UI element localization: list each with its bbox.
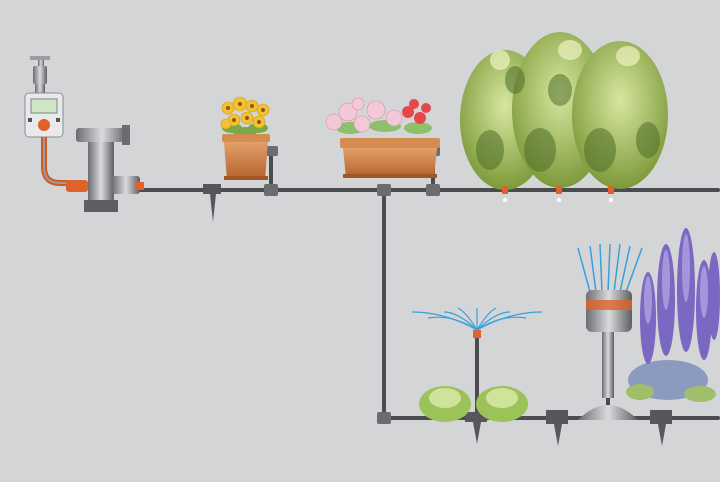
planter-pink-flowers-icon: [325, 97, 440, 178]
water-tap-icon: [30, 56, 50, 94]
ground-stakes: [203, 184, 672, 446]
fan-sprinkler-icon: [411, 307, 543, 338]
pipe-connectors: [264, 146, 440, 424]
purple-flowers-icon: [626, 228, 720, 402]
planter-yellow-flowers-icon: [220, 96, 270, 180]
lettuce-icon: [419, 386, 528, 422]
shrubs-drip-icon: [460, 32, 668, 202]
controller-hose: [41, 137, 72, 186]
pop-up-sprinkler-icon: [577, 243, 643, 420]
water-timer-icon: [24, 92, 64, 138]
pressure-reducer-icon: [66, 125, 144, 212]
